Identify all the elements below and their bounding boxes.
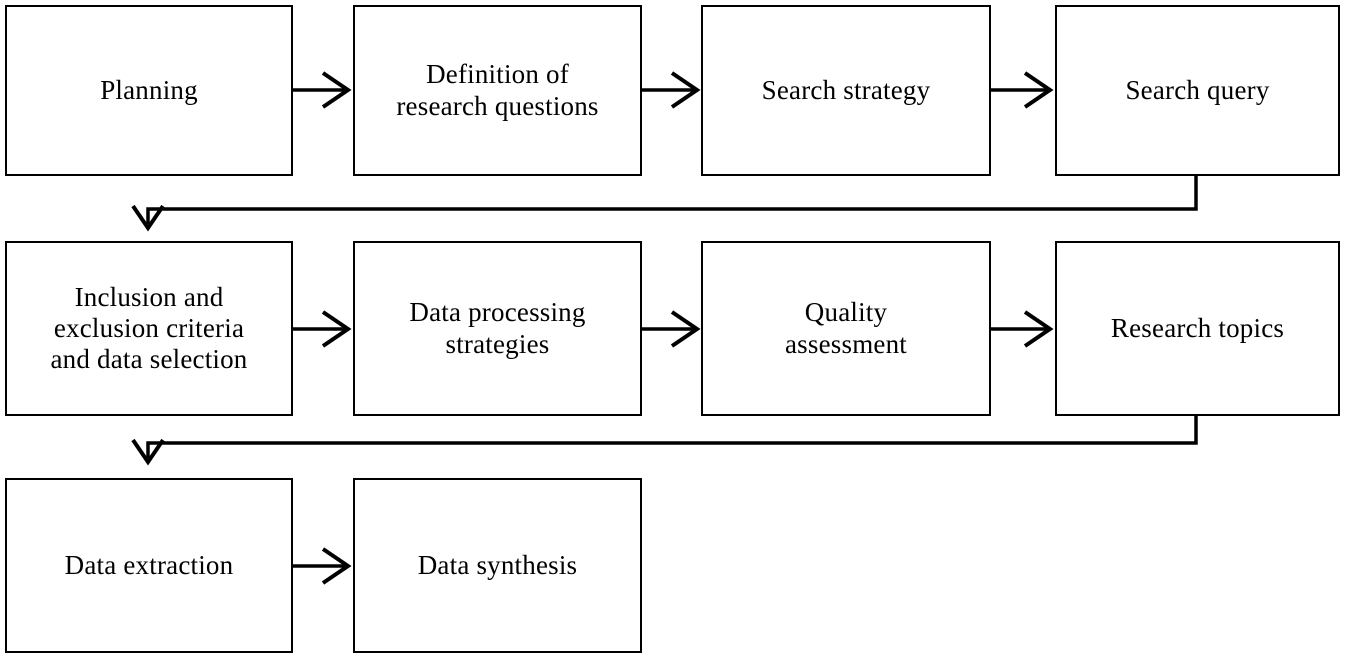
node-research-topics-label: Research topics — [1110, 312, 1285, 343]
edge-inclusion-to-data-processing — [293, 310, 352, 348]
edge-research-topics-to-data-extraction — [131, 416, 1198, 466]
node-inclusion-exclusion-criteria[interactable]: Inclusion and exclusion criteria and dat… — [5, 241, 293, 416]
edge-data-processing-to-quality — [642, 310, 701, 348]
node-search-strategy-label: Search strategy — [761, 74, 931, 105]
node-definition-label: Definition of research questions — [396, 59, 599, 121]
edge-planning-to-definition — [293, 71, 352, 109]
node-data-extraction-label: Data extraction — [64, 549, 234, 580]
node-planning-label: Planning — [100, 74, 198, 105]
node-research-topics[interactable]: Research topics — [1055, 241, 1340, 416]
node-search-query[interactable]: Search query — [1055, 5, 1340, 176]
node-data-extraction[interactable]: Data extraction — [5, 478, 293, 653]
edge-search-strategy-to-search-query — [991, 71, 1054, 109]
node-data-processing-label: Data processing strategies — [409, 297, 586, 359]
node-inclusion-label: Inclusion and exclusion criteria and dat… — [50, 281, 248, 375]
node-data-processing-strategies[interactable]: Data processing strategies — [353, 241, 642, 416]
node-definition-of-research-questions[interactable]: Definition of research questions — [353, 5, 642, 176]
node-data-synthesis-label: Data synthesis — [417, 549, 578, 580]
node-search-query-label: Search query — [1125, 74, 1270, 105]
node-data-synthesis[interactable]: Data synthesis — [353, 478, 642, 653]
edge-search-query-to-inclusion — [131, 176, 1198, 232]
edge-data-extraction-to-data-synthesis — [293, 547, 352, 585]
node-planning[interactable]: Planning — [5, 5, 293, 176]
node-quality-label: Quality assessment — [785, 297, 907, 359]
node-quality-assessment[interactable]: Quality assessment — [701, 241, 991, 416]
node-search-strategy[interactable]: Search strategy — [701, 5, 991, 176]
edge-quality-to-research-topics — [991, 310, 1054, 348]
edge-definition-to-search-strategy — [642, 71, 701, 109]
